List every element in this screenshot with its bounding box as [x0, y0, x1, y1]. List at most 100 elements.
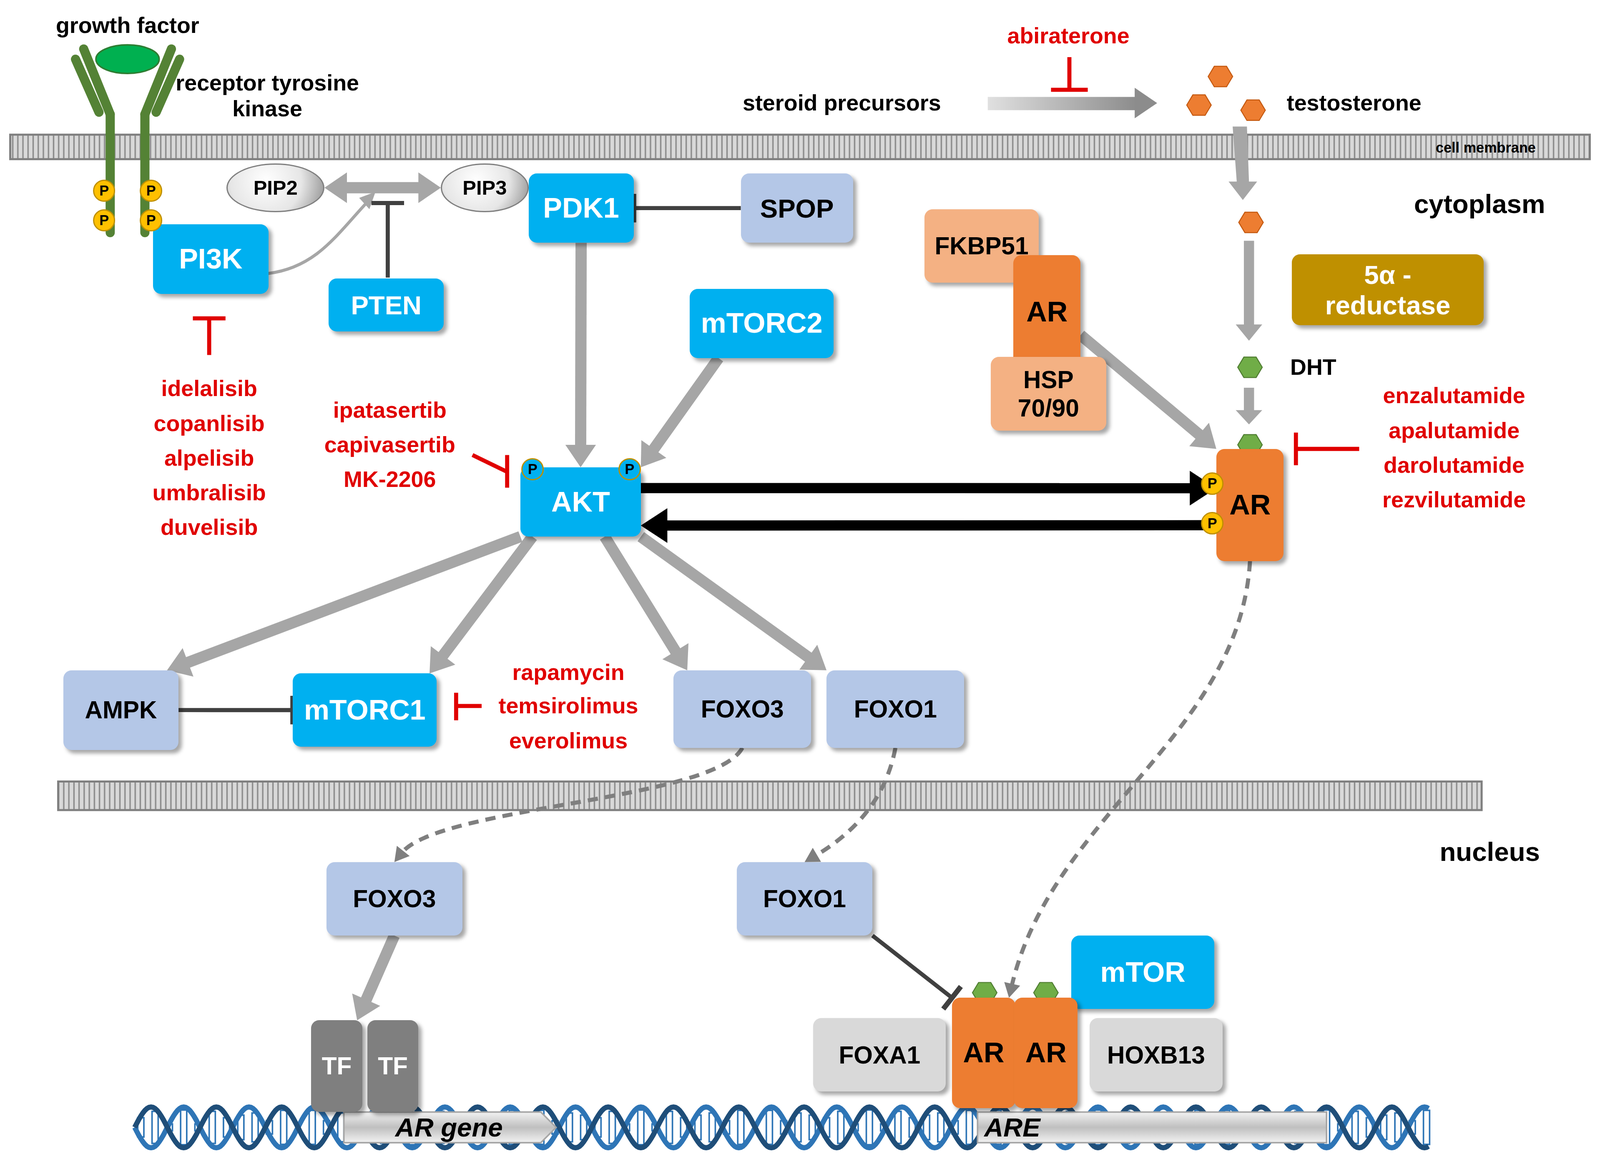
connector-line — [633, 205, 741, 211]
activation-arrow — [640, 470, 1217, 506]
connector-line — [872, 935, 952, 998]
drug-name: enzalutamide — [1383, 383, 1526, 410]
annotation-label: growth factor — [55, 12, 200, 39]
growth-factor-symbol — [95, 45, 160, 74]
node-label: PTEN — [350, 289, 422, 321]
dna-strand — [134, 1107, 1429, 1148]
node-label: mTORC1 — [303, 693, 426, 727]
node-label: mTORC2 — [700, 306, 823, 340]
activation-arrow — [804, 748, 896, 863]
dna-helix — [134, 1107, 1430, 1148]
arrowhead — [429, 646, 456, 674]
dna-rung — [209, 1111, 216, 1144]
dna-rung — [152, 1111, 159, 1144]
drug-name: rezvilutamide — [1382, 487, 1526, 513]
arrowhead — [804, 848, 822, 863]
activation-arrow — [640, 358, 719, 468]
node-label: mTOR — [1100, 956, 1186, 990]
steroid-arrow — [987, 87, 1158, 119]
connector-line — [364, 935, 395, 1005]
node-label: AR — [1229, 488, 1271, 522]
phosphate-marker: P — [92, 209, 116, 232]
protein-box: FOXO1 — [826, 670, 965, 749]
node-label: FOXO1 — [854, 695, 937, 724]
dna-rung — [866, 1110, 873, 1146]
activation-arrow — [565, 242, 596, 468]
inhibition-connector — [178, 695, 293, 725]
arrowhead — [418, 172, 441, 204]
annotation-label: receptor tyrosine kinase — [165, 70, 370, 122]
inhibition-connector — [872, 935, 961, 1010]
connector-line — [178, 708, 293, 713]
node-label: TF — [377, 1052, 408, 1081]
inhibitor-bars — [192, 57, 1359, 721]
annotation-label: DHT — [1290, 354, 1337, 381]
chaperone-box: HSP 70/90 — [990, 356, 1107, 431]
gene-regions — [344, 1112, 1327, 1143]
annotation-label: testosterone — [1286, 90, 1422, 116]
lipid-ellipse: PIP2 — [226, 163, 325, 213]
arrowhead — [799, 645, 827, 671]
node-label: AR — [1025, 1036, 1067, 1070]
drug-name: darolutamide — [1383, 452, 1525, 479]
node-label: PIP3 — [462, 175, 507, 200]
phosphate-marker: P — [618, 458, 641, 481]
dna-rung — [837, 1111, 844, 1144]
node-label: AKT — [551, 485, 611, 519]
androgen-receptor-box: AR — [1216, 449, 1284, 562]
activation-arrow — [167, 536, 521, 677]
dna-rung — [966, 1110, 973, 1145]
drug-name: MK-2206 — [343, 466, 436, 493]
connector-line — [814, 748, 896, 857]
activation-arrow — [394, 748, 743, 863]
gene-region-label: AR gene — [395, 1112, 503, 1143]
signaling-protein-box: PTEN — [328, 278, 445, 332]
arrowhead — [394, 846, 410, 863]
drug-name: umbralisib — [152, 479, 267, 506]
arrowhead — [1004, 982, 1020, 999]
gene-region-label: ARE — [984, 1112, 1040, 1143]
cofactor-box: HOXB13 — [1089, 1018, 1223, 1092]
annotation-label: cytoplasm — [1414, 188, 1546, 220]
drug-name: everolimus — [509, 728, 628, 754]
arrowhead — [324, 172, 347, 204]
dna-rung — [1351, 1111, 1359, 1144]
arrowhead — [352, 993, 381, 1021]
dna-strand — [134, 1107, 1429, 1148]
node-label: AMPK — [85, 695, 158, 725]
enzyme-box: 5α - reductase — [1291, 254, 1484, 326]
drug-name: ipatasertib — [333, 397, 447, 424]
drug-name: temsirolimus — [498, 693, 638, 719]
dna-rung — [766, 1110, 773, 1145]
drug-name: capivasertib — [324, 432, 456, 458]
protein-box: SPOP — [740, 173, 854, 243]
node-label: FOXO1 — [763, 884, 847, 914]
drug-name: apalutamide — [1388, 417, 1520, 444]
drug-name: idelalisib — [160, 375, 257, 402]
node-label: AR — [962, 1036, 1005, 1070]
arrowhead — [662, 643, 689, 671]
protein-box: FOXO3 — [326, 862, 463, 936]
arrowhead — [640, 440, 667, 468]
node-label: PI3K — [178, 242, 243, 276]
connector-line — [580, 242, 581, 450]
inhibition-connector — [633, 193, 741, 223]
dna-rung — [609, 1111, 616, 1144]
dna-rung — [637, 1110, 644, 1146]
protein-box: FOXO1 — [736, 862, 873, 936]
node-label: 5α - reductase — [1306, 259, 1470, 321]
arrowhead — [565, 444, 596, 468]
cofactor-box: FOXA1 — [813, 1018, 946, 1092]
connector-line — [342, 182, 423, 194]
activation-arrow — [324, 172, 441, 204]
androgen-receptor-box: AR — [1013, 255, 1081, 370]
phosphate-marker: P — [1200, 472, 1224, 495]
node-label: HSP 70/90 — [1001, 365, 1096, 422]
dna-rung — [894, 1111, 902, 1144]
annotation-label: nucleus — [1439, 836, 1540, 868]
node-label: SPOP — [760, 193, 834, 224]
transcription-factor-box: TF — [311, 1020, 362, 1113]
drug-name: rapamycin — [512, 659, 625, 686]
drug-name: duvelisib — [160, 514, 258, 541]
dna-rung — [737, 1110, 744, 1145]
